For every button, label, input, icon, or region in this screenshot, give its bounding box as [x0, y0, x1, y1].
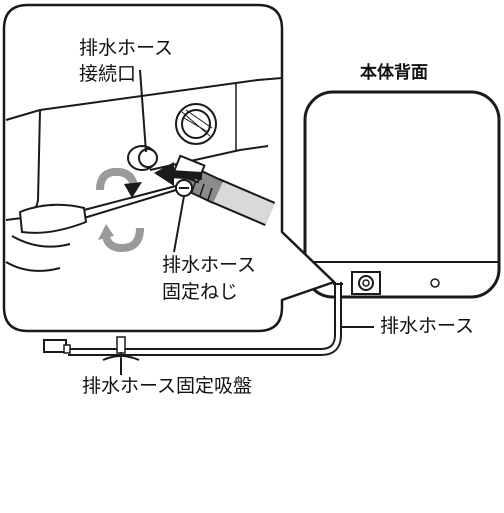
screw-leader-line	[173, 195, 185, 253]
unit-back-title: 本体背面	[360, 63, 428, 83]
screw-label-line2: 固定ねじ	[162, 281, 239, 303]
rotation-arrowhead-bottom	[98, 224, 114, 240]
screwdriver-icon	[5, 185, 177, 272]
drain-hose	[43, 282, 343, 356]
rotation-arrow-lower-icon	[102, 227, 144, 253]
suction-cup-label: 排水ホース固定吸盤	[82, 375, 253, 397]
hose-port-label-line1: 排水ホース	[79, 37, 174, 59]
rotation-arrow-icon	[96, 167, 138, 191]
suction-cup	[102, 336, 140, 361]
insert-arrow-icon	[154, 162, 203, 186]
rotation-arrowhead-top	[124, 182, 142, 198]
unit-back-body	[303, 90, 501, 299]
screw-label-line1: 排水ホース	[162, 254, 257, 276]
hose-port-label-line2: 接続口	[79, 63, 137, 85]
hose-label: 排水ホース	[380, 315, 475, 337]
